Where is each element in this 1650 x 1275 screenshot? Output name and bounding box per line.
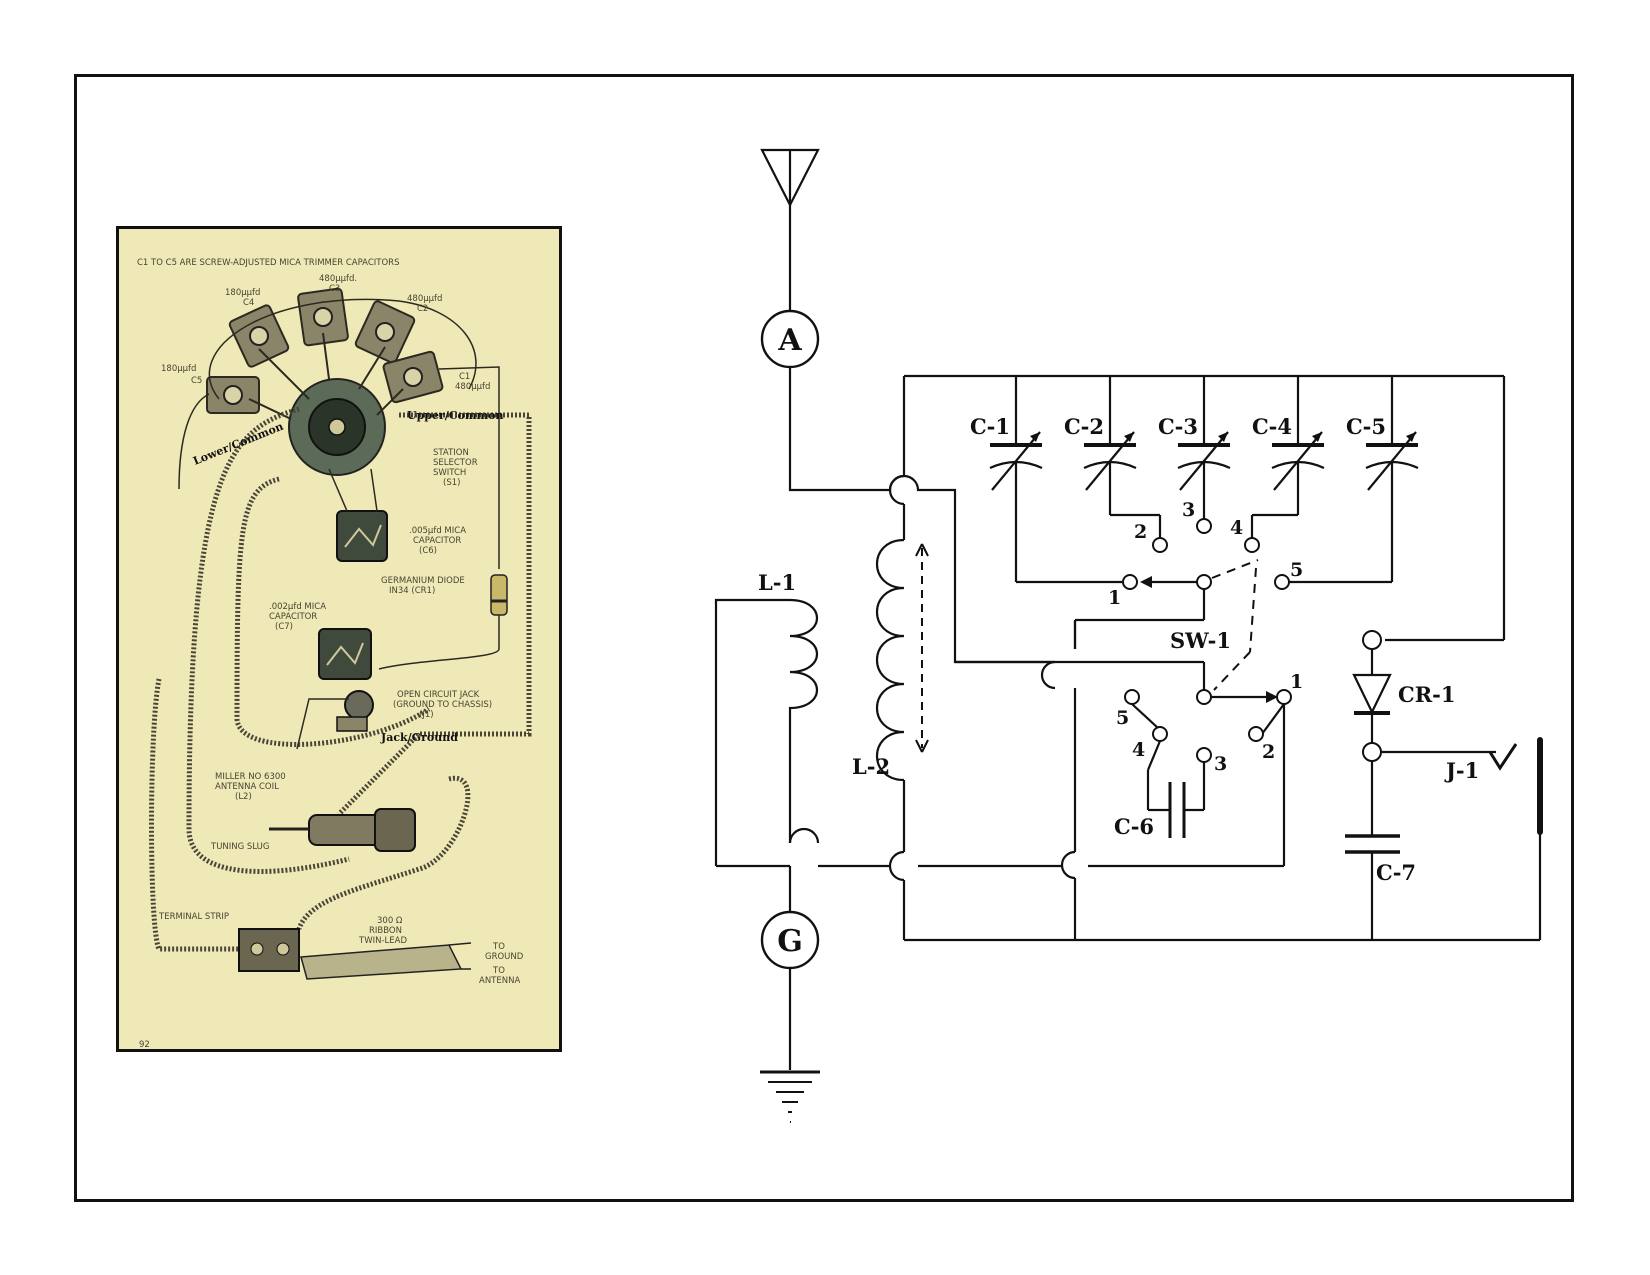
trimmer-capacitor-c3 [297, 287, 349, 347]
lower-pos-5: 5 [1116, 707, 1129, 729]
pictorial-header: C1 TO C5 ARE SCREW-ADJUSTED MICA TRIMMER… [137, 258, 399, 268]
jack-label-line3: (J1) [419, 710, 434, 720]
upper-pos-1: 1 [1108, 587, 1121, 609]
c7-label-line1: .002μfd MICA [269, 602, 326, 612]
c1-value-label: 480μμfd [455, 382, 490, 392]
jack-j1 [1381, 737, 1543, 835]
label-l1: L-1 [758, 570, 796, 595]
terminal-strip-label: TERMINAL STRIP [158, 912, 229, 922]
c5-name-label: C5 [191, 376, 202, 386]
page-number: 92 [139, 1040, 150, 1050]
c2-name-label: C2 [417, 304, 428, 314]
upper-pos-5: 5 [1290, 559, 1303, 581]
ribbon-label-line3: TWIN-LEAD [358, 936, 407, 946]
c4-value-label: 180μμfd [225, 288, 260, 298]
label-c7: C-7 [1376, 860, 1416, 885]
ribbon-label-line1: 300 Ω [377, 916, 403, 926]
label-c5: C-5 [1346, 414, 1386, 439]
jack-ground-label: Jack/Ground [380, 731, 458, 744]
label-j1: J-1 [1444, 758, 1479, 783]
ribbon-label-line2: RIBBON [369, 926, 402, 936]
trimmer-capacitor-c1 [382, 350, 444, 404]
c6-label-line2: CAPACITOR [413, 536, 461, 546]
ground-symbol [760, 1070, 820, 1123]
figure-frame [74, 74, 1574, 1202]
switch-label-line3: SWITCH [433, 468, 466, 478]
open-circuit-jack [336, 690, 374, 732]
variable-capacitor-c3 [1177, 376, 1231, 518]
c2-value-label: 480μμfd [407, 294, 442, 304]
lower-pos-3: 3 [1214, 753, 1227, 775]
variable-capacitor-c2 [1083, 376, 1162, 538]
lower-pos-2: 2 [1262, 741, 1275, 763]
switch-label-line1: STATION [433, 448, 469, 458]
variable-capacitor-c1 [989, 376, 1043, 582]
variable-capacitor-c5 [1365, 376, 1419, 582]
diode-cr1 [1352, 630, 1392, 762]
lower-pos-1: 1 [1290, 671, 1303, 693]
tuning-slug-label: TUNING SLUG [210, 842, 269, 852]
meter-g: G [760, 866, 820, 1070]
trimmer-capacitor-c2 [354, 300, 416, 364]
switch-label-line2: SELECTOR [433, 458, 478, 468]
label-cr1: CR-1 [1398, 682, 1456, 707]
to-ground-label-line2: GROUND [485, 952, 524, 962]
switch-label-line4: (S1) [443, 478, 460, 488]
jack-label-line1: OPEN CIRCUIT JACK [397, 690, 480, 700]
switch-sw1-upper-deck [1016, 518, 1392, 649]
capacitor-c6-block [336, 510, 388, 562]
diode-label-line1: GERMANIUM DIODE [381, 576, 465, 586]
capacitor-c7 [1345, 761, 1400, 940]
switch-sw1-lower-deck [955, 660, 1292, 866]
coil-label-line3: (L2) [235, 792, 252, 802]
ribbon-twin-lead [300, 942, 472, 980]
c1-name-label: C1 [459, 372, 470, 382]
label-c1: C-1 [970, 414, 1010, 439]
label-c6: C-6 [1114, 814, 1154, 839]
antenna-symbol [760, 148, 820, 318]
upper-pos-3: 3 [1182, 499, 1195, 521]
upper-pos-4: 4 [1230, 517, 1243, 539]
c3-name-label: C3 [329, 284, 340, 294]
to-antenna-label-line2: ANTENNA [479, 976, 520, 986]
c4-name-label: C4 [243, 298, 254, 308]
inductor-l2 [876, 538, 929, 940]
upper-common-label: Upper/Common [407, 409, 504, 422]
capacitor-c6 [1168, 762, 1206, 838]
antenna-coil-l2 [269, 808, 416, 852]
label-l2: L-2 [852, 754, 890, 779]
meter-a-label: A [777, 323, 802, 358]
meter-a: A [760, 309, 820, 369]
inductor-l1 [714, 598, 820, 868]
trimmer-capacitor-c5 [206, 376, 260, 414]
variable-capacitor-c4 [1250, 376, 1325, 538]
c6-label-line1: .005μfd MICA [409, 526, 466, 536]
c6-label-line3: (C6) [419, 546, 437, 556]
label-c3: C-3 [1158, 414, 1198, 439]
c5-value-label: 180μμfd [161, 364, 196, 374]
coil-label-line1: MILLER NO 6300 [215, 772, 286, 782]
c7-label-line3: (C7) [275, 622, 293, 632]
trimmer-capacitor-c4 [228, 304, 290, 368]
c3-value-label: 480μμfd. [319, 274, 357, 284]
diode-label-line2: IN34 (CR1) [389, 586, 435, 596]
to-ground-label-line1: TO [492, 942, 505, 952]
meter-g-label: G [777, 924, 803, 959]
station-selector-switch [288, 378, 386, 476]
label-c2: C-2 [1064, 414, 1104, 439]
upper-pos-2: 2 [1134, 521, 1147, 543]
c7-label-line2: CAPACITOR [269, 612, 317, 622]
pictorial-drawing: C1 TO C5 ARE SCREW-ADJUSTED MICA TRIMMER… [137, 258, 532, 1050]
terminal-strip [238, 928, 300, 972]
to-antenna-label-line1: TO [492, 966, 505, 976]
jack-label-line2: (GROUND TO CHASSIS) [393, 700, 492, 710]
label-c4: C-4 [1252, 414, 1292, 439]
coil-label-line2: ANTENNA COIL [215, 782, 279, 792]
capacitor-c7-block [318, 628, 372, 680]
lower-pos-4: 4 [1132, 739, 1145, 761]
pictorial-wiring-illustration: C1 TO C5 ARE SCREW-ADJUSTED MICA TRIMMER… [116, 226, 562, 1052]
label-sw1: SW-1 [1170, 628, 1231, 653]
